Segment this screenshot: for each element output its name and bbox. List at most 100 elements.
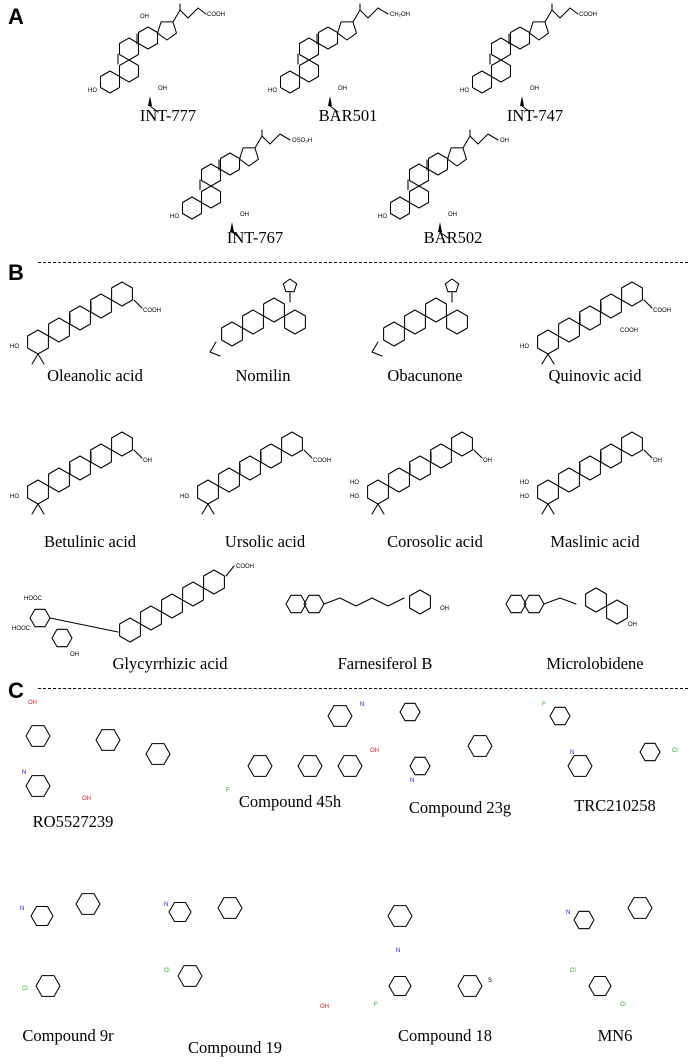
pyridine-ring (573, 910, 595, 930)
pyridine-ring (409, 756, 431, 776)
ring-c (409, 455, 431, 481)
ring-e (451, 431, 473, 457)
ring-c (69, 455, 91, 481)
quinoxaline-ring (217, 897, 243, 919)
hydroxyl-label: OH (628, 622, 637, 628)
cyclohexane-ring (337, 755, 363, 777)
side-chain (559, 7, 571, 19)
gem-dimethyl (37, 503, 45, 515)
pyridine-ring (25, 775, 51, 797)
cyclohexane-ring (409, 589, 431, 615)
compound-label: Compound 23g (408, 798, 512, 817)
panel-label-c: C (8, 678, 24, 703)
ring-a (537, 479, 559, 505)
chlorophenyl-ring (639, 742, 661, 762)
compound-label: BAR501 (318, 106, 378, 125)
hydroxyl-label: HO (350, 494, 359, 500)
nitrogen-label: N (20, 906, 24, 912)
nitrogen-label: N (396, 948, 400, 954)
carboxyl-label: COOH (236, 564, 254, 570)
compound-label: Compound 19 (188, 1038, 282, 1057)
gem-dimethyl (371, 503, 379, 515)
compound-label: MN6 (597, 1026, 633, 1045)
oxime-label: OH (82, 796, 91, 802)
ketone-bond (371, 341, 383, 357)
ring-c (161, 593, 183, 619)
ring-e (281, 431, 303, 457)
ring-a (119, 617, 141, 643)
pyridine-ring (30, 905, 54, 927)
ring-b (118, 59, 140, 83)
ethyl (149, 105, 159, 113)
carboxyl-label: COOH (653, 308, 671, 314)
ethyl (521, 105, 531, 113)
chloro-label: Cl (22, 986, 28, 992)
ring-e (238, 147, 260, 167)
stereo-wedge (148, 96, 152, 106)
quinoxaline-ring (75, 893, 101, 915)
carboxyl-bond (225, 565, 235, 577)
ring-b (242, 309, 264, 335)
side-chain (469, 135, 479, 145)
ring-b (490, 59, 512, 83)
compound-label: INT-777 (139, 106, 197, 125)
hydroxyl-label: HO (88, 88, 97, 94)
hydroxyl-label: HO (170, 214, 179, 220)
side-chain (487, 133, 499, 141)
ethyl (439, 231, 449, 239)
chloro-label: Cl (570, 968, 576, 974)
gem-dimethyl (547, 353, 555, 365)
nitrogen-label: N (570, 750, 574, 756)
acid-group-label: COOH (579, 12, 597, 18)
compound-label: Compound 18 (398, 1026, 492, 1045)
ring-b (200, 185, 222, 209)
gem-dimethyl (31, 503, 39, 515)
phenyl-ring (297, 755, 323, 777)
limonoid-drawing (209, 278, 306, 357)
ring-e (156, 21, 178, 41)
farnesiferol-drawing: OH (285, 589, 449, 615)
carboxyl-label: COOH (143, 308, 161, 314)
stereo-wedge (230, 222, 234, 232)
ring-a (99, 70, 121, 94)
hydroxyl-label: OH (448, 212, 457, 218)
compound-label: TRC210258 (574, 796, 656, 815)
ethyl (231, 231, 241, 239)
panel-label-b: B (8, 260, 24, 285)
tolyl-ring (145, 743, 171, 765)
terminal-group-label: OH (500, 138, 509, 144)
ring-d (219, 152, 241, 176)
ring-a (537, 329, 559, 355)
limonoid-drawing (371, 278, 468, 357)
side-chain (352, 9, 361, 23)
side-chain (172, 9, 181, 23)
furan-ring (444, 278, 460, 293)
gem-dimethyl (541, 353, 549, 365)
ring-a (389, 196, 411, 220)
hydroxyl-label: OH (530, 86, 539, 92)
xylyl-ring (399, 702, 421, 722)
carboxyl-label: COOH (620, 328, 638, 334)
ring-e (336, 21, 358, 41)
ring-d (427, 152, 449, 176)
carboxyl-bond (643, 449, 653, 459)
chloro-label: Cl (620, 1002, 626, 1008)
quinoxaline-ring (467, 735, 493, 757)
ring-a (367, 479, 389, 505)
sugar-ring-1 (29, 608, 51, 628)
benzene-ring (303, 594, 325, 614)
gem-dimethyl (377, 503, 385, 515)
compound-label: Compound 9r (22, 1026, 114, 1045)
benzofuran-ring (177, 965, 203, 987)
compound-label: INT-767 (226, 228, 284, 247)
hydroxyl-label: HO (520, 344, 529, 350)
